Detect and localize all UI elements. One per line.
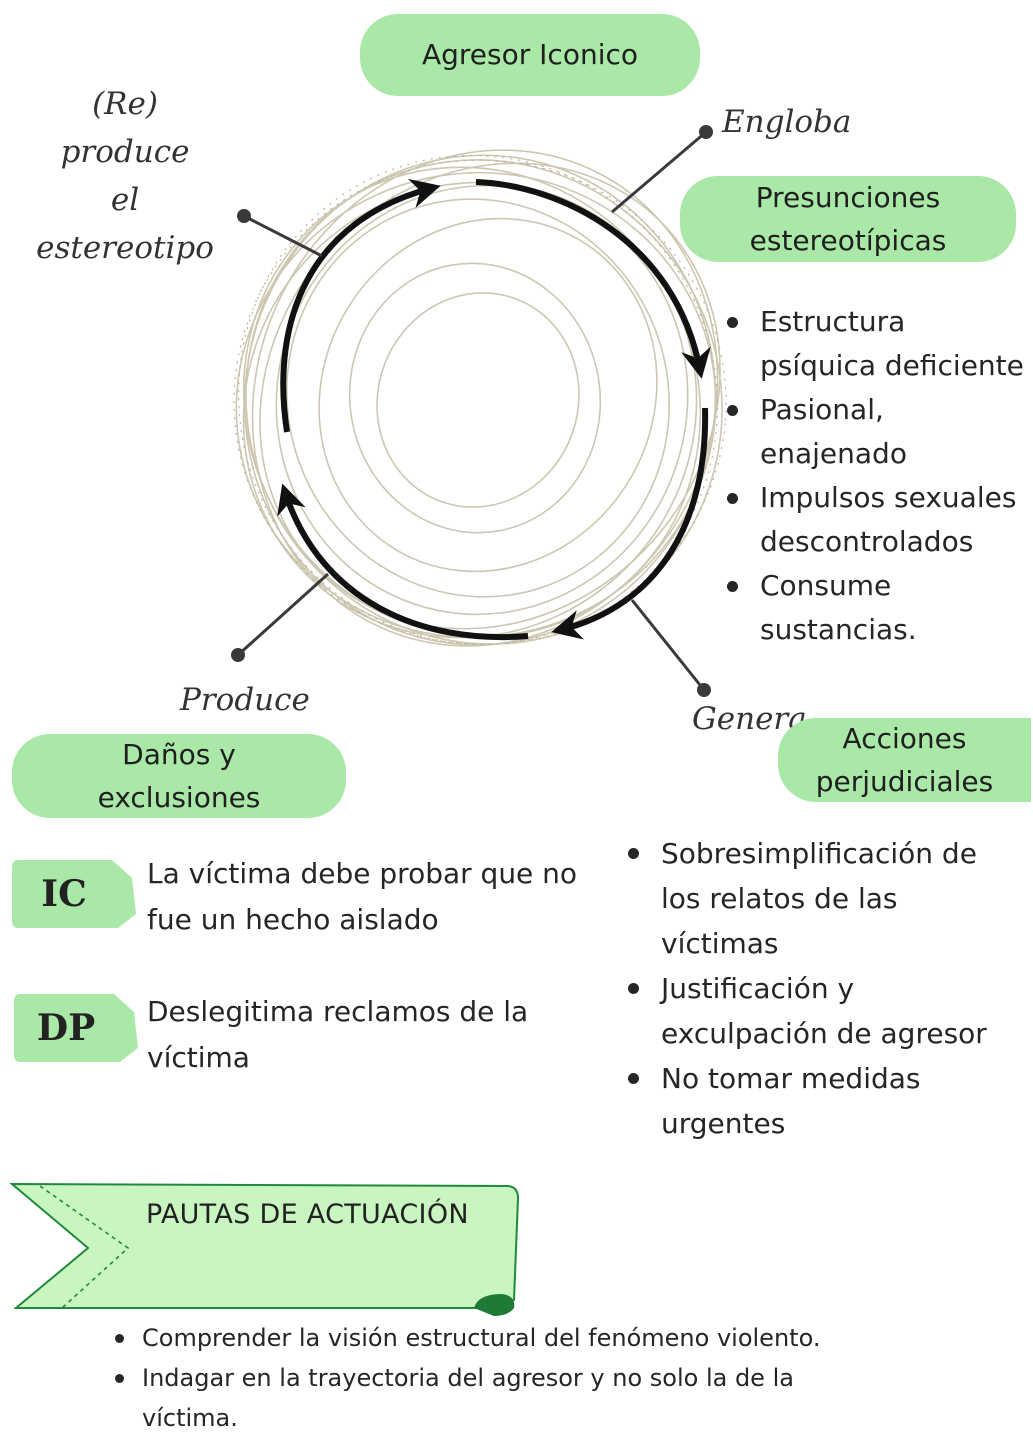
danos-pill: Daños y exclusiones xyxy=(12,734,346,818)
pautas-list: Comprender la visión estructural del fen… xyxy=(114,1318,820,1438)
list-item: Indagar en la trayectoria del agresor y … xyxy=(114,1358,820,1438)
presunciones-title-line-2: estereotípicas xyxy=(749,224,947,257)
arrow-left-top xyxy=(280,178,441,433)
arrow-right-bottom xyxy=(551,407,709,640)
connector-dots xyxy=(231,125,713,697)
acciones-title-line-2: perjudiciales xyxy=(815,765,994,798)
connector-lines xyxy=(236,130,707,691)
list-item: No tomar medidas urgentes xyxy=(628,1056,987,1146)
dotted-rings xyxy=(233,154,727,646)
acciones-list: Sobresimplificación de los relatos de la… xyxy=(628,831,987,1146)
acciones-title-line-1: Acciones xyxy=(842,721,967,755)
presunciones-list: Estructura psíquica deficiente Pasional,… xyxy=(727,300,1024,652)
dp-description: Deslegitima reclamos de la víctima xyxy=(147,995,529,1074)
list-item: Pasional, enajenado xyxy=(727,388,1024,476)
acciones-pill: Acciones perjudiciales xyxy=(778,718,1031,802)
danos-title-line-2: exclusiones xyxy=(97,781,261,814)
cycle-arrows xyxy=(277,178,711,641)
reproduce-line-1: (Re) produce xyxy=(60,86,190,171)
produce-label: Produce xyxy=(180,682,310,718)
reproduce-line-3: estereotipo xyxy=(36,230,214,267)
center-title: Agresor Iconico xyxy=(421,38,638,72)
list-item: Comprender la visión estructural del fen… xyxy=(114,1318,820,1358)
sketch-rings xyxy=(235,149,723,647)
pautas-title: PAUTAS DE ACTUACIÓN xyxy=(146,1199,469,1230)
arrow-bottom-left xyxy=(277,483,529,641)
presunciones-title-line-1: Presunciones xyxy=(755,180,941,214)
list-item: Sobresimplificación de los relatos de la… xyxy=(628,831,987,966)
pautas-banner xyxy=(9,1182,520,1316)
title-pill: Agresor Iconico xyxy=(360,14,700,96)
list-item: Consume sustancias. xyxy=(727,564,1024,652)
arrow-top-right xyxy=(475,179,711,379)
list-item: Justificación y exculpación de agresor xyxy=(628,966,987,1056)
danos-title-line-1: Daños y xyxy=(122,737,236,771)
dp-label: DP xyxy=(36,1007,96,1049)
ic-label: IC xyxy=(41,873,87,915)
reproduce-line-2: el xyxy=(110,182,140,219)
reproduce-label: (Re) produce el estereotipo xyxy=(30,80,220,272)
engloba-label: Engloba xyxy=(722,104,852,140)
ic-description: La víctima debe probar que no fue un hec… xyxy=(147,857,578,936)
ic-tag: IC xyxy=(12,858,140,930)
dp-tag: DP xyxy=(14,992,142,1064)
cycle-diagram xyxy=(231,125,727,697)
list-item: Estructura psíquica deficiente xyxy=(727,300,1024,388)
list-item: Impulsos sexuales descontrolados xyxy=(727,476,1024,564)
presunciones-pill: Presunciones estereotípicas xyxy=(680,176,1016,262)
